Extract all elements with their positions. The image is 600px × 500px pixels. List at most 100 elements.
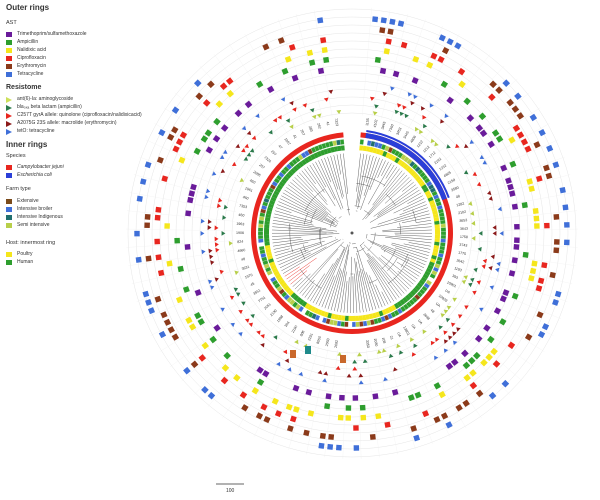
tree-branch <box>375 284 386 306</box>
tree-branch <box>376 189 420 218</box>
ast-square-marker <box>200 135 209 143</box>
ring-grid-spoke <box>385 346 416 450</box>
host-ring-segment <box>433 245 440 250</box>
ring-grid-spoke <box>407 34 460 130</box>
tip-label: 460 <box>242 195 249 201</box>
ast-square-marker <box>553 239 560 245</box>
ast-legend-item: Nalidixic acid <box>6 47 46 54</box>
tip-label: 1282 <box>456 202 465 208</box>
host-ring-segment <box>348 315 352 321</box>
host-ring-segment <box>434 220 440 225</box>
tree-branch <box>355 261 364 313</box>
tip-label: 3653 <box>459 218 467 223</box>
tree-branch <box>315 161 336 200</box>
resistome-triangle-marker <box>476 280 482 285</box>
ast-square-marker <box>422 410 430 418</box>
tip-label: 1957 <box>283 137 291 146</box>
ast-square-marker <box>321 46 328 54</box>
host-ring-segment <box>295 163 302 170</box>
resistome-triangle-marker <box>222 215 227 220</box>
host-ring-segment <box>365 314 370 320</box>
tree-branch <box>338 216 342 219</box>
ring-grid-spoke <box>457 286 554 336</box>
ast-square-marker <box>446 96 454 105</box>
ring-grid-spoke <box>126 228 235 232</box>
host-ring-segment <box>330 146 335 153</box>
ast-square-marker <box>163 318 172 326</box>
tree-branch <box>385 236 432 244</box>
host-ring-segment <box>358 315 363 321</box>
tip-label: 2190 <box>291 325 299 334</box>
tree-branch <box>395 234 432 237</box>
ast-square-marker <box>562 204 569 211</box>
tree-branch <box>309 164 336 207</box>
farm-ring-segment <box>440 238 446 243</box>
ast-square-marker <box>483 324 491 332</box>
tree-branch <box>297 241 344 292</box>
legend-label: Escherichia coli <box>17 172 52 178</box>
ast-square-marker <box>536 311 544 319</box>
host-ring-segment <box>434 227 440 232</box>
resistome-triangle-marker <box>214 242 219 247</box>
ring-grid-spoke <box>131 259 238 284</box>
resistome-triangle-marker <box>372 111 378 116</box>
ast-square-marker <box>161 175 169 183</box>
ast-square-marker <box>353 445 360 451</box>
host-ring-segment <box>433 217 440 222</box>
ast-square-marker <box>537 277 545 285</box>
resistome-triangle-marker <box>423 123 428 129</box>
resistome-triangle-marker <box>383 376 388 382</box>
ast-square-marker <box>397 20 405 27</box>
tip-label: 2201 <box>307 333 314 342</box>
ring-grid-spoke <box>423 54 491 140</box>
ast-square-marker <box>438 390 446 399</box>
tree-branch <box>391 244 429 256</box>
resistome-triangle-marker <box>463 169 469 175</box>
tree-branch <box>399 204 427 216</box>
tip-label: 2051 <box>263 302 272 310</box>
legend-label: Intensive broiler <box>17 206 53 212</box>
host-ring-segment <box>390 304 397 311</box>
resistome-triangle-marker <box>241 301 246 306</box>
resistome-triangle-marker <box>488 196 493 201</box>
ast-square-marker <box>553 247 560 254</box>
tree-branch <box>385 193 396 206</box>
tree-branch <box>352 276 354 313</box>
tip-label: 3350 <box>365 340 370 348</box>
resistome-triangle-marker <box>231 161 237 167</box>
host-ring-segment <box>384 307 391 314</box>
tree-branch <box>377 207 428 225</box>
tree-branch <box>319 227 322 240</box>
legend-label: A2075G 23S allele: macrolide (erythromyc… <box>17 120 117 126</box>
ast-square-marker <box>213 117 221 126</box>
tree-branch <box>365 174 408 220</box>
resistome-triangle-marker <box>471 235 476 241</box>
host-ring-segment <box>414 175 422 182</box>
legend-label: Extensive <box>17 198 39 204</box>
host-ring-segment <box>267 254 273 260</box>
ast-square-marker <box>564 222 570 228</box>
tree-branch <box>319 229 323 247</box>
host-ring-segment <box>362 145 367 152</box>
resistome-triangle-marker <box>328 89 334 94</box>
tip-label: 1775 <box>458 251 467 256</box>
host-ring-segment <box>412 287 419 294</box>
host-ring-segment <box>432 210 438 215</box>
ast-square-marker <box>207 391 216 400</box>
ast-square-marker <box>271 397 279 405</box>
tip-label: 21 <box>389 335 394 340</box>
resistome-triangle-marker <box>492 225 497 230</box>
farm-ring-segment <box>355 321 360 328</box>
resistome-triangle-marker <box>404 113 409 119</box>
host-ring-segment <box>264 227 270 232</box>
ring-grid-spoke <box>455 123 550 176</box>
tree-branch <box>272 238 303 244</box>
tree-branch <box>366 260 392 303</box>
ring-grid-spoke <box>463 156 565 194</box>
ast-square-marker <box>251 387 260 395</box>
ast-square-marker <box>277 37 285 45</box>
host-ring-segment <box>429 258 436 264</box>
resistome-triangle-marker <box>478 230 483 236</box>
host-ring-segment <box>405 165 412 172</box>
resistome-triangle-marker <box>235 143 240 149</box>
